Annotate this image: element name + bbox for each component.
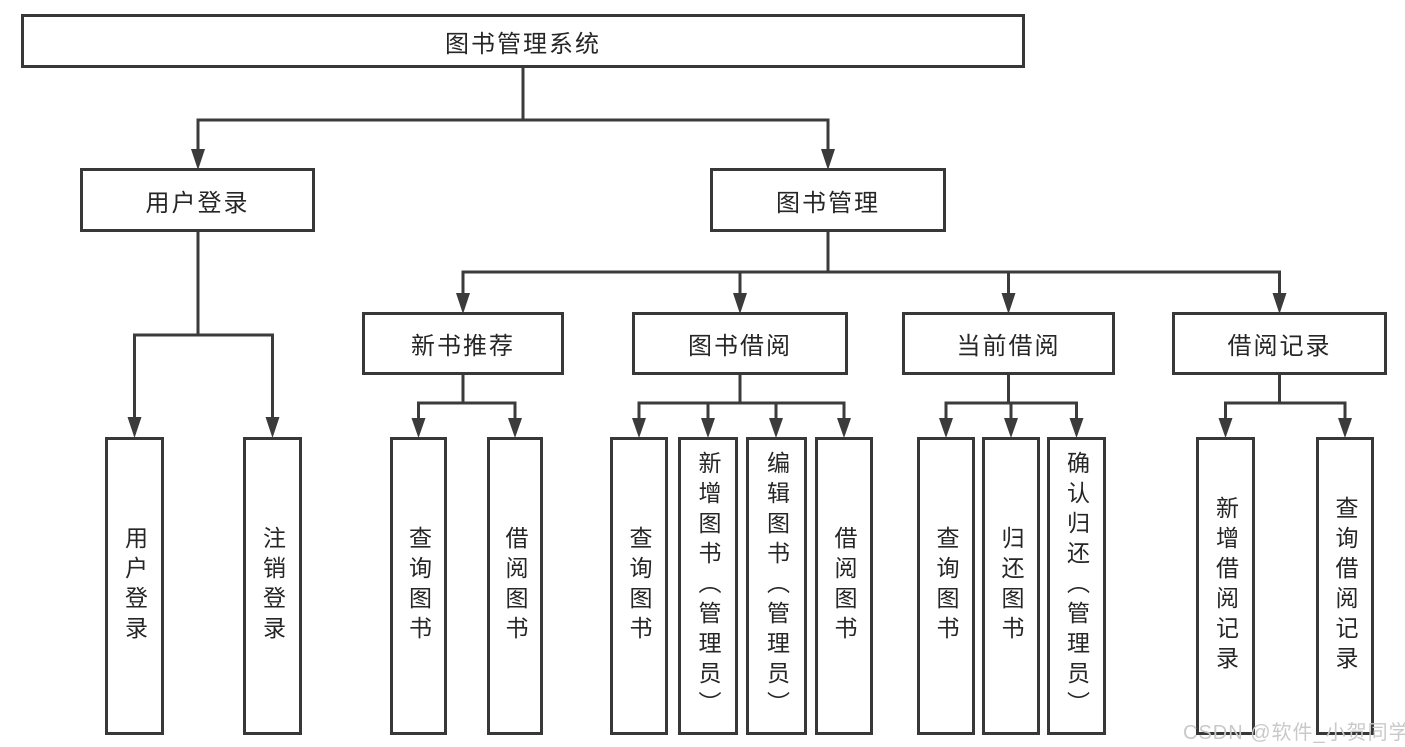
node-user-login-label: 用户登录 bbox=[145, 189, 250, 217]
node-book-borrow-label: 图书借阅 bbox=[688, 333, 792, 360]
node-book-borrow: 图书借阅 bbox=[632, 312, 848, 375]
leaf-current-query-books: 查询图书 bbox=[917, 437, 975, 735]
node-borrow-records: 借阅记录 bbox=[1172, 312, 1387, 375]
leaf-user-login: 用户登录 bbox=[105, 437, 164, 735]
leaf-logout: 注销登录 bbox=[243, 437, 302, 735]
leaf-records-add-record-label: 新增借阅记录 bbox=[1212, 496, 1239, 676]
leaf-recommend-borrow-books-label: 借阅图书 bbox=[502, 526, 528, 646]
connector-root-to-level2 bbox=[191, 68, 835, 170]
leaf-current-confirm-return-admin: 确认归还（管理员） bbox=[1047, 437, 1106, 735]
node-current-borrow-label: 当前借阅 bbox=[956, 333, 1061, 360]
leaf-current-return-books-label: 归还图书 bbox=[998, 526, 1024, 646]
connector-book-borrow-to-leaves bbox=[632, 375, 851, 438]
leaf-user-login-label: 用户登录 bbox=[121, 526, 148, 646]
leaf-current-query-books-label: 查询图书 bbox=[933, 526, 959, 646]
leaf-borrow-query-books-label: 查询图书 bbox=[626, 526, 652, 646]
leaf-borrow-borrow-books-label: 借阅图书 bbox=[831, 526, 857, 646]
leaf-recommend-borrow-books: 借阅图书 bbox=[487, 437, 543, 735]
node-library-system-label: 图书管理系统 bbox=[445, 30, 601, 58]
leaf-borrow-add-books-admin-label: 新增图书（管理员） bbox=[695, 451, 721, 721]
node-new-book-recommend-label: 新书推荐 bbox=[411, 333, 515, 360]
leaf-borrow-edit-books-admin: 编辑图书（管理员） bbox=[746, 437, 807, 735]
leaf-records-add-record: 新增借阅记录 bbox=[1196, 437, 1255, 735]
leaf-logout-label: 注销登录 bbox=[259, 526, 286, 646]
leaf-records-query-record: 查询借阅记录 bbox=[1316, 437, 1374, 735]
leaf-recommend-query-books-label: 查询图书 bbox=[405, 526, 432, 646]
leaf-records-query-record-label: 查询借阅记录 bbox=[1332, 496, 1358, 676]
connector-new-book-to-leaves bbox=[411, 375, 522, 438]
leaf-borrow-query-books: 查询图书 bbox=[610, 437, 668, 735]
node-current-borrow: 当前借阅 bbox=[902, 312, 1115, 375]
node-book-management-label: 图书管理 bbox=[776, 189, 880, 217]
leaf-borrow-borrow-books: 借阅图书 bbox=[815, 437, 873, 735]
csdn-watermark: CSDN @软件_小贺同学 bbox=[1183, 722, 1405, 744]
node-borrow-records-label: 借阅记录 bbox=[1227, 333, 1332, 360]
node-new-book-recommend: 新书推荐 bbox=[362, 312, 564, 375]
node-user-login: 用户登录 bbox=[80, 168, 315, 232]
leaf-recommend-query-books: 查询图书 bbox=[390, 437, 447, 735]
leaf-borrow-add-books-admin: 新增图书（管理员） bbox=[678, 437, 738, 735]
connector-book-management-to-level3 bbox=[456, 232, 1287, 314]
leaf-current-return-books: 归还图书 bbox=[982, 437, 1040, 735]
connector-user-login-to-leaves bbox=[127, 232, 280, 438]
connector-current-borrow-to-leaves bbox=[939, 375, 1084, 438]
node-book-management: 图书管理 bbox=[710, 168, 946, 232]
node-library-system: 图书管理系统 bbox=[21, 14, 1025, 68]
connector-borrow-records-to-leaves bbox=[1218, 375, 1352, 438]
leaf-borrow-edit-books-admin-label: 编辑图书（管理员） bbox=[763, 451, 790, 721]
leaf-current-confirm-return-admin-label: 确认归还（管理员） bbox=[1063, 451, 1090, 721]
